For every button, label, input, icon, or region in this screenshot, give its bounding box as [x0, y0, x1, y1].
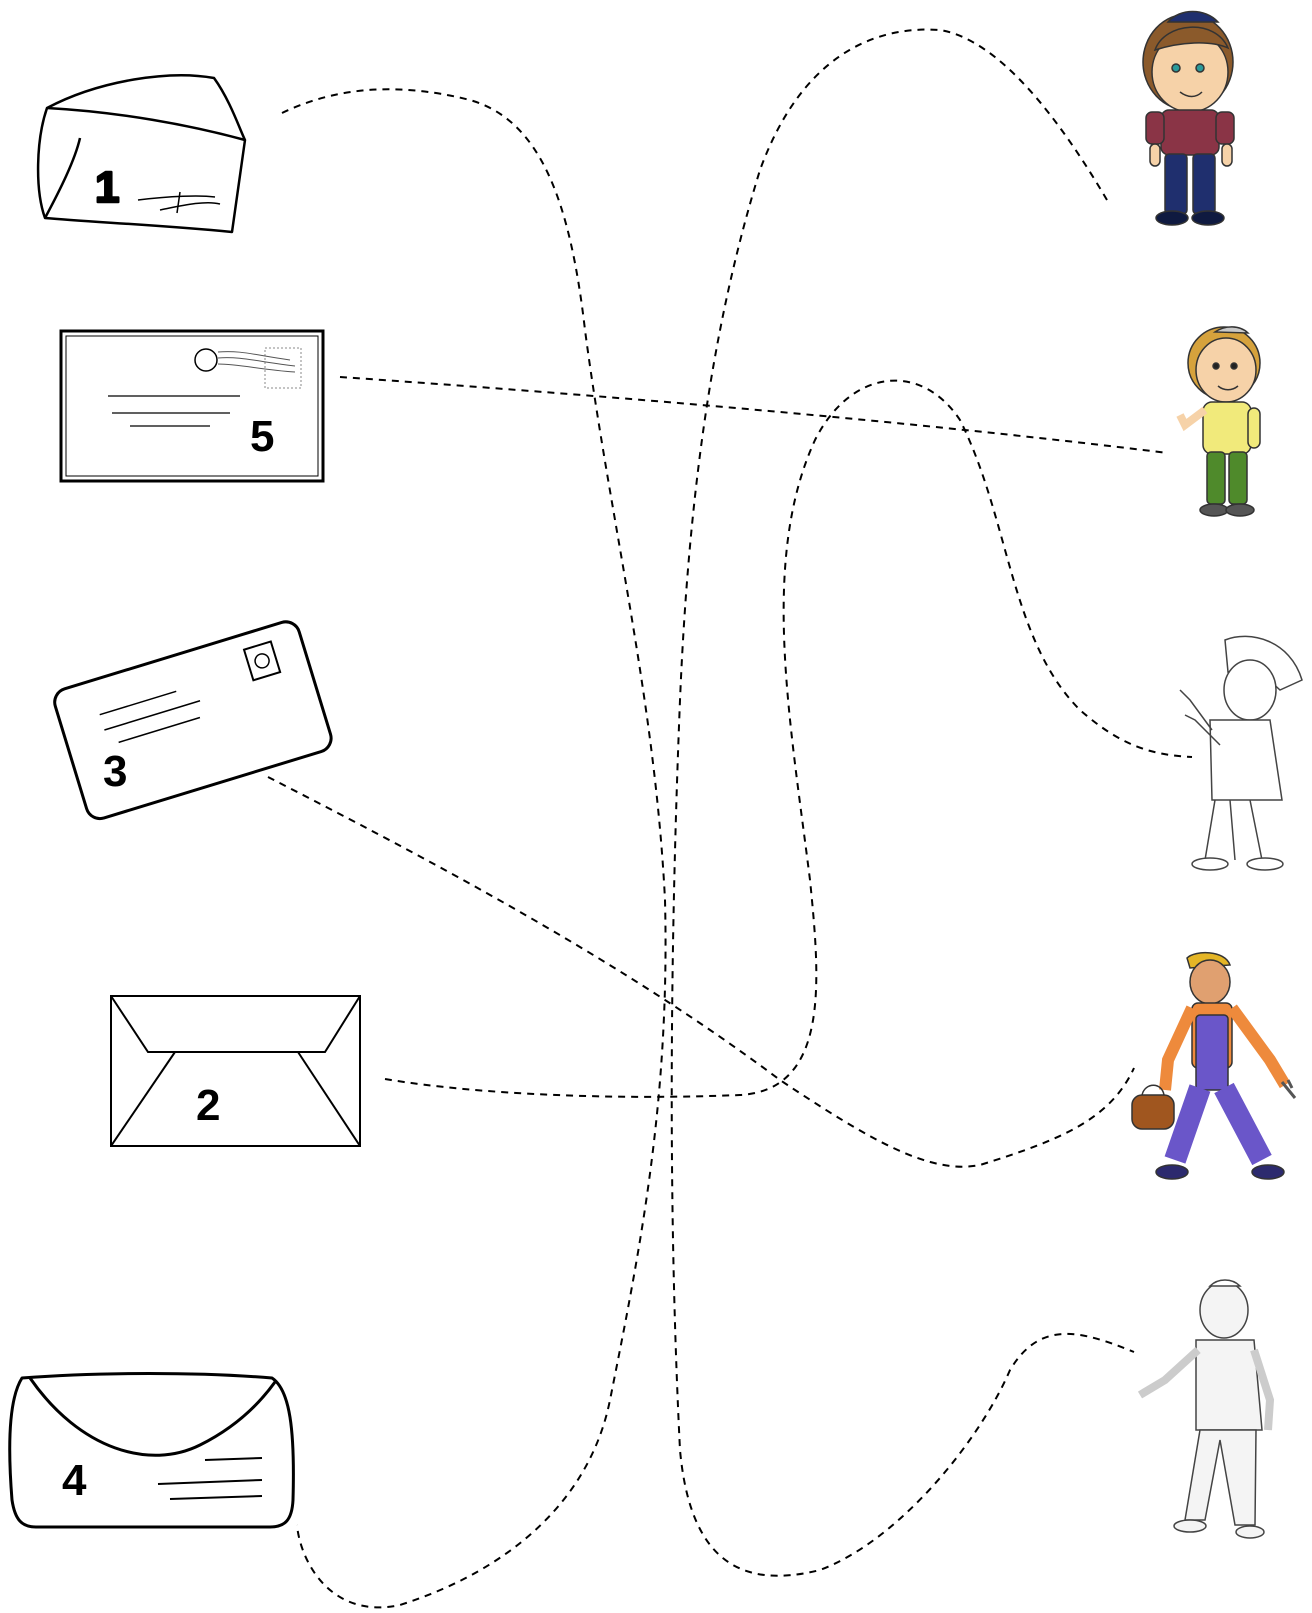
postcard-icon: 5: [61, 331, 323, 481]
envelope-number-5: 5: [250, 412, 274, 461]
path-postcard-to-boy-2[interactable]: [340, 377, 1168, 453]
maze-paths: [268, 30, 1192, 1613]
tilted-envelope-icon: [51, 618, 334, 822]
path-tilted-envelope-to-worker[interactable]: [268, 777, 1134, 1167]
envelope-number-3: 3: [103, 747, 127, 796]
open-envelope-icon: 4: [10, 1374, 294, 1528]
path-sealed-envelope-to-boy-3[interactable]: [385, 381, 1192, 1097]
worker-overalls-toolbox-icon: [1132, 953, 1295, 1179]
envelope-number-4: 4: [62, 1456, 87, 1505]
boy-kippah-red-shirt-icon: [1143, 12, 1234, 226]
envelope-number-2: 2: [196, 1081, 220, 1130]
path-package-to-boy-5[interactable]: [282, 89, 1118, 1613]
package-icon: 1: [38, 75, 245, 232]
boy-sketch-waving-icon: [1140, 1280, 1270, 1538]
boy-cap-sketch-icon: [1180, 636, 1302, 870]
path-open-envelope-to-boy-1[interactable]: [672, 30, 1134, 1576]
sealed-envelope-icon: 2: [111, 996, 360, 1146]
boy-yellow-shirt-pointing-icon: [1180, 327, 1260, 516]
envelope-number-1: 1: [95, 163, 119, 212]
